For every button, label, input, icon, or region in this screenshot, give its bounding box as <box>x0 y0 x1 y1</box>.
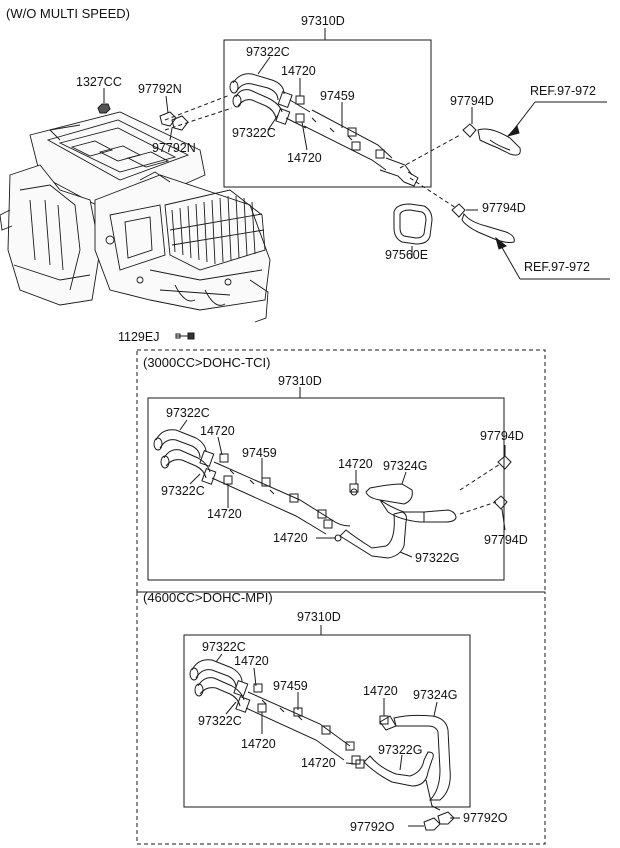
bot-section-header: (4600CC>DOHC-MPI) <box>143 590 273 605</box>
bot-part-label-97792o-right: 97792O <box>463 811 508 825</box>
bot-part-label-97792o-left: 97792O <box>350 820 395 834</box>
bot-part-label-97322g: 97322G <box>378 743 423 757</box>
mid-part-label-97459: 97459 <box>242 446 277 460</box>
hvac-unit-drawing <box>0 111 271 323</box>
hose-97322c-mid-drawing <box>153 429 457 559</box>
part-label-97459: 97459 <box>320 89 355 103</box>
clip-97792n-drawing <box>159 111 189 131</box>
hose-97322c-bot-drawing <box>189 659 451 811</box>
mid-part-label-14720-a: 14720 <box>200 424 235 438</box>
bot-part-label-14720-c: 14720 <box>241 737 276 751</box>
mid-part-label-97322g: 97322G <box>415 551 460 565</box>
mid-assembly-label: 97310D <box>278 374 322 388</box>
bot-part-label-14720-a: 14720 <box>234 654 269 668</box>
bot-assembly-label: 97310D <box>297 610 341 624</box>
top-assembly-box <box>223 39 432 188</box>
mid-assembly-box <box>147 397 505 581</box>
part-label-1327cc: 1327CC <box>76 75 122 89</box>
bot-part-label-97322c-lower: 97322C <box>198 714 242 728</box>
bot-outer-dashed-box <box>136 591 546 845</box>
mid-outer-dashed-box <box>136 349 546 593</box>
mid-part-label-14720-c: 14720 <box>207 507 242 521</box>
ref-label-lower[interactable]: REF.97-972 <box>524 260 591 274</box>
bot-part-label-97324g: 97324G <box>413 688 458 702</box>
bot-part-label-14720-d: 14720 <box>301 756 336 770</box>
part-label-97794d-upper: 97794D <box>450 94 494 108</box>
part-label-97322c-lower: 97322C <box>232 126 276 140</box>
part-label-97794d-lower: 97794D <box>482 201 526 215</box>
part-label-14720-lower: 14720 <box>287 151 322 165</box>
part-label-97560e: 97560E <box>385 248 429 262</box>
bot-part-label-14720-b: 14720 <box>363 684 398 698</box>
bot-part-label-97322c-upper: 97322C <box>202 640 246 654</box>
mid-part-label-97794d-upper: 97794D <box>480 429 524 443</box>
mid-part-label-97324g: 97324G <box>383 459 428 473</box>
ref-label-upper[interactable]: REF.97-972 <box>530 84 597 98</box>
part-label-97792n-upper: 97792N <box>138 82 182 96</box>
part-label-97792n-lower: 97792N <box>152 141 196 155</box>
mid-part-label-14720-b: 14720 <box>338 457 373 471</box>
top-section-header: (W/O MULTI SPEED) <box>6 6 130 21</box>
mid-part-label-97322c-upper: 97322C <box>166 406 210 420</box>
mid-part-label-14720-d: 14720 <box>273 531 308 545</box>
mid-part-label-97794d-lower: 97794D <box>484 533 528 547</box>
part-label-1129ej: 1129EJ <box>118 330 160 344</box>
part-label-97322c-upper: 97322C <box>246 45 290 59</box>
part-label-14720-upper: 14720 <box>281 64 316 78</box>
top-assembly-label: 97310D <box>301 14 345 28</box>
bot-assembly-box <box>183 634 471 808</box>
bot-part-label-97459: 97459 <box>273 679 308 693</box>
mid-section-header: (3000CC>DOHC-TCI) <box>143 355 271 370</box>
hose-97322c-top-drawing <box>229 73 419 187</box>
mid-part-label-97322c-lower: 97322C <box>161 484 205 498</box>
